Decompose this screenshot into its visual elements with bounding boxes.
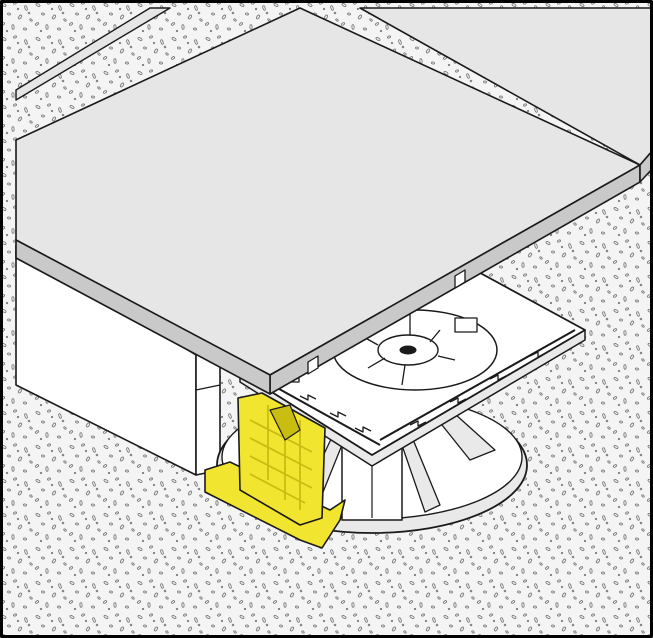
head-dial-spokes [359, 310, 456, 386]
head-notch-row-a [299, 394, 372, 433]
adjacent-tile-side [639, 149, 653, 183]
side-block-groove [195, 384, 221, 391]
head-slot-b [379, 329, 576, 441]
head-tab-1 [454, 317, 478, 333]
head-slot-a [271, 384, 381, 446]
tile-left-face [15, 239, 271, 395]
spacer-right [454, 269, 466, 289]
side-block-end [195, 349, 221, 476]
tile-edge-strip [15, 7, 171, 101]
edge-clip [204, 392, 346, 549]
adjacent-tile-top [359, 7, 653, 166]
spacer-left [307, 355, 319, 375]
clip-tongue [269, 404, 301, 441]
adjacent-tile [359, 7, 653, 183]
head-notch-row-b [409, 351, 547, 427]
head-hub-hole [399, 345, 417, 355]
clip-ribs [249, 405, 313, 510]
tile-spacers [307, 269, 466, 375]
